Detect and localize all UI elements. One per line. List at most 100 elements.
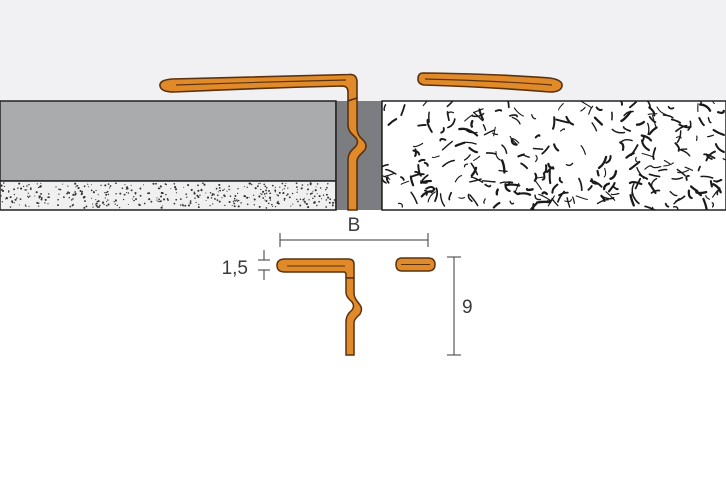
tile-speckle [446,110,450,122]
screed-dot [127,203,129,206]
screed-dot [296,186,298,188]
screed-dot [222,189,224,192]
screed-dot [3,185,6,188]
tile-speckle [412,142,424,148]
screed-dot [83,185,86,188]
tile-speckle [580,106,586,112]
screed-dot [63,196,65,199]
screed-dot [284,184,286,187]
tile-speckle [400,176,405,181]
screed-dot [92,203,94,205]
screed-dot [8,191,10,193]
tile-speckle [484,183,492,188]
tile-speckle [467,193,473,203]
screed-dot [105,204,108,207]
tile-speckle [663,162,675,167]
screed-dot [229,189,231,191]
screed-dot [165,193,167,196]
screed-dot [100,184,102,187]
screed-dot [69,205,72,208]
screed-dot [1,188,3,191]
tile-speckle [473,108,484,113]
screed-dot [286,194,288,197]
screed-dot [199,194,201,196]
tile-speckle [631,192,640,205]
tile-speckle [557,190,566,203]
screed-dot [103,203,105,206]
screed-dot [182,204,184,207]
screed-dot [90,189,93,192]
screed-dot [237,199,240,202]
screed-dot [104,197,106,199]
screed-dot [164,183,167,185]
screed-dot [190,188,193,192]
screed-dot [160,206,163,209]
tile-speckle [564,199,572,203]
screed-dot [217,191,219,193]
screed-dot [233,202,236,205]
screed-dot [74,191,76,193]
tile-speckle [412,149,421,156]
screed-dot [77,187,80,189]
screed-dot [232,201,235,203]
screed-dot [126,192,128,194]
tile-speckle [547,198,554,202]
tile-speckle [700,175,714,179]
screed-dot [107,203,110,206]
tile-speckle [673,197,681,205]
screed-dot [143,202,146,205]
tile-speckle [470,166,478,177]
screed-dot [167,199,169,201]
screed-dot [197,184,199,187]
screed-dot [205,199,207,202]
screed-dot [263,193,266,195]
tile-speckle [463,163,469,168]
screed-dot [83,195,86,199]
screed-dot [234,200,237,202]
screed-dot [325,199,328,201]
tile-speckle [440,127,445,134]
tile-speckle [628,180,643,186]
screed-dot [267,202,270,205]
screed-dot [187,204,191,207]
tile-speckle [630,144,639,157]
tile-speckle [687,120,692,131]
screed-dot [90,184,92,186]
screed-dot [313,195,316,198]
screed-dot [9,206,12,208]
tile-speckle [509,114,519,118]
screed-dot [269,192,271,194]
screed-dot [175,198,178,201]
dimension-width-label: B [348,215,361,236]
screed-dot [162,205,164,207]
tile-speckle [722,158,726,161]
tile-speckle [498,169,508,172]
screed-dots [0,182,336,209]
screed-dot [209,204,211,207]
screed-dot [319,187,322,189]
screed-dot [173,202,176,205]
screed-dot [259,182,261,185]
tile-speckle [709,180,713,188]
tile-speckle [588,105,594,115]
screed-dot [135,198,137,201]
screed-dot [276,194,278,196]
screed-dot [83,206,86,209]
screed-dot [326,186,328,189]
screed-dot [95,202,98,205]
screed-dot [325,206,328,208]
tile-speckle [565,162,574,167]
screed-dot [287,187,289,189]
tile-speckle [711,101,715,105]
tile-speckle [446,101,454,108]
tile-speckle [591,122,598,132]
tile-speckle [382,163,389,168]
screed-dot [246,186,248,188]
screed-dot [91,197,93,199]
tile-speckle [698,117,705,127]
screed-dot [268,190,270,192]
screed-dot [114,199,117,202]
screed-dot [156,199,158,201]
tile-speckle [674,142,680,152]
tile-speckle [525,188,534,192]
